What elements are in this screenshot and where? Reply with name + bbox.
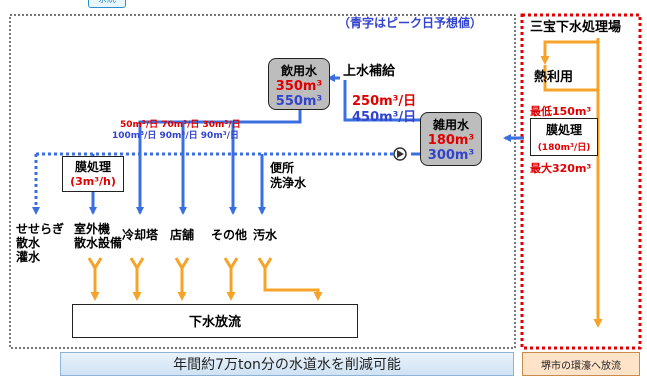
left-membrane-box: 膜処理 (3m³/h): [62, 156, 124, 192]
plant-max-label: 最大320m³: [530, 162, 592, 175]
misc-value-blue: 300m³: [427, 148, 475, 163]
dest-sewage: 汚水: [253, 228, 278, 242]
water-supply-label: 上水補給: [343, 64, 396, 79]
misc-label: 雑用水: [432, 118, 469, 132]
heat-use-label: 熱利用: [534, 70, 574, 85]
dest-other: その他: [211, 228, 248, 242]
plant-min-label: 最低150m³: [530, 105, 592, 118]
plant-capacity-label: (180m³/日): [537, 143, 591, 153]
top-badge-text: 系統: [97, 0, 116, 5]
plant-frame: [520, 13, 642, 350]
toilet-label: 便所 洗浄水: [270, 161, 307, 190]
misc-water-tank: 雑用水 180m³ 300m³: [420, 112, 482, 166]
drinking-label: 飲用水: [280, 64, 317, 78]
peak-note: （青字はピーク日予想値）: [338, 16, 483, 30]
drinking-value-red: 350m³: [275, 79, 323, 94]
drinking-water-tank: 飲用水 350m³ 550m³: [268, 58, 330, 110]
plant-orange-flows: [540, 38, 603, 328]
misc-value-red: 180m³: [427, 133, 475, 148]
bottom-banner: 年間約7万ton分の水道水を削減可能: [60, 352, 514, 376]
sakai-note-text: 堺市の環濠へ放流: [541, 361, 621, 372]
main-frame: [9, 14, 516, 349]
bottom-banner-text: 年間約7万ton分の水道水を削減可能: [173, 357, 401, 373]
sewer-discharge-label: 下水放流: [188, 315, 241, 330]
top-badge: 系統: [88, 0, 126, 8]
flow-rates-blue: 100m³/日 90m³/日 90m³/日: [112, 131, 239, 141]
plant-title: 三宝下水処理場: [530, 20, 622, 35]
plant-process-label: 膜処理: [545, 123, 582, 137]
sewer-discharge-box: 下水放流: [72, 304, 358, 338]
left-membrane-rate: (3m³/h): [70, 175, 116, 188]
supply-flow-red: 250m³/日: [352, 94, 417, 109]
dest-cooling: 冷却塔: [122, 228, 159, 242]
dest-outdoor: 室外機 散水設備: [74, 222, 123, 250]
dest-stream: せせらぎ 散水 灌水: [16, 222, 65, 264]
left-membrane-label: 膜処理: [74, 160, 111, 174]
plant-membrane-box: 膜処理 (180m³/日): [530, 118, 598, 156]
drinking-value-blue: 550m³: [275, 94, 323, 109]
dest-shop: 店舗: [170, 228, 195, 242]
flow-rates-red: 50m³/日 70m³/日 30m³/日: [120, 120, 241, 130]
drain-pipes: [89, 257, 318, 298]
sakai-note: 堺市の環濠へ放流: [522, 352, 640, 376]
supply-flow-blue: 450m³/日: [352, 110, 417, 125]
